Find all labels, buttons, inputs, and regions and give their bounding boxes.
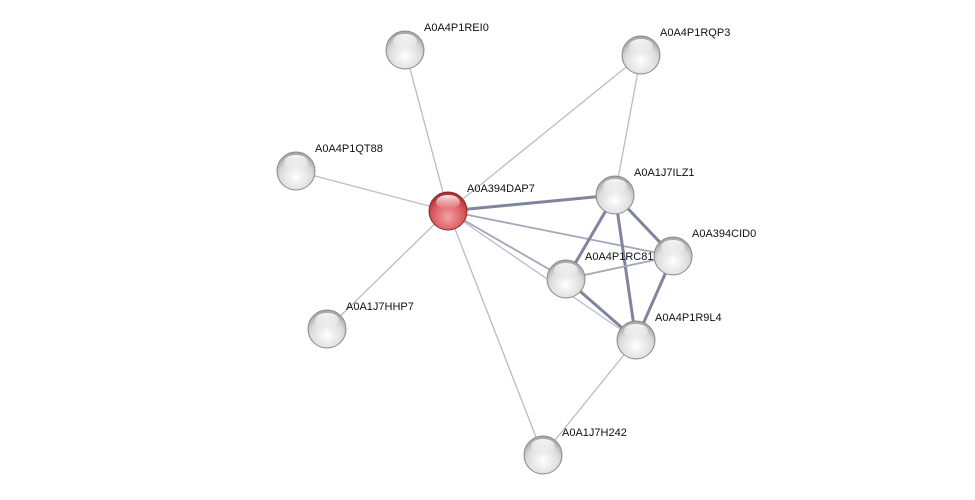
node-highlight — [393, 34, 417, 48]
node-A0A394CID0[interactable] — [653, 236, 693, 276]
node-A0A4P1R9L4[interactable] — [616, 320, 656, 360]
edge-A0A394DAP7-A0A1J7ILZ1[interactable] — [447, 193, 616, 213]
node-label: A0A4P1R9L4 — [655, 312, 722, 324]
node-highlight — [284, 155, 308, 169]
edge-A0A4P1RQP3-A0A1J7ILZ1[interactable] — [614, 54, 642, 196]
node-A0A1J7HHP7[interactable] — [307, 309, 347, 349]
edge-A0A394DAP7-A0A394CID0[interactable] — [447, 210, 674, 257]
node-highlight — [554, 263, 578, 277]
node-label: A0A4P1RC81 — [585, 251, 654, 263]
node-label: A0A394DAP7 — [467, 183, 535, 195]
node-A0A394DAP7[interactable] — [428, 191, 468, 231]
node-label: A0A394CID0 — [692, 228, 756, 240]
node-highlight — [661, 240, 685, 254]
edge-A0A394DAP7-A0A4P1RC81[interactable] — [447, 210, 567, 280]
node-highlight — [624, 324, 648, 338]
node-label: A0A4P1RQP3 — [660, 27, 730, 39]
node-highlight — [629, 39, 653, 53]
node-label: A0A1J7H242 — [562, 427, 627, 439]
node-highlight — [531, 439, 555, 453]
edge-A0A1J7ILZ1-A0A4P1R9L4[interactable] — [613, 194, 638, 341]
node-label: A0A1J7ILZ1 — [634, 167, 695, 179]
node-highlight — [603, 179, 627, 193]
nodes-layer — [276, 30, 693, 475]
node-A0A4P1RQP3[interactable] — [621, 35, 661, 75]
edge-A0A394DAP7-A0A4P1R9L4[interactable] — [447, 210, 637, 341]
node-label: A0A1J7HHP7 — [346, 301, 414, 313]
edge-A0A394DAP7-A0A4P1REI0[interactable] — [404, 49, 449, 212]
labels-layer: A0A394DAP7 A0A4P1REI0 A0A4P1RQP3A0A4P1QT88… — [315, 22, 756, 439]
node-label: A0A4P1REI0 — [424, 22, 489, 34]
node-A0A4P1REI0[interactable] — [385, 30, 425, 70]
edge-A0A394DAP7-A0A4P1RQP3[interactable] — [447, 54, 642, 212]
node-A0A1J7H242[interactable] — [523, 435, 563, 475]
edge-A0A394DAP7-A0A1J7H242[interactable] — [447, 210, 544, 456]
edge-A0A394DAP7-A0A1J7HHP7[interactable] — [326, 210, 449, 330]
edge-A0A4P1R9L4-A0A1J7H242[interactable] — [542, 339, 637, 456]
node-highlight — [315, 313, 339, 327]
node-A0A4P1QT88[interactable] — [276, 151, 316, 191]
node-A0A4P1RC81[interactable] — [546, 259, 586, 299]
edge-A0A394DAP7-A0A4P1QT88[interactable] — [295, 170, 449, 212]
node-highlight — [436, 195, 460, 209]
node-A0A1J7ILZ1[interactable] — [595, 175, 635, 215]
node-label: A0A4P1QT88 — [315, 143, 383, 155]
